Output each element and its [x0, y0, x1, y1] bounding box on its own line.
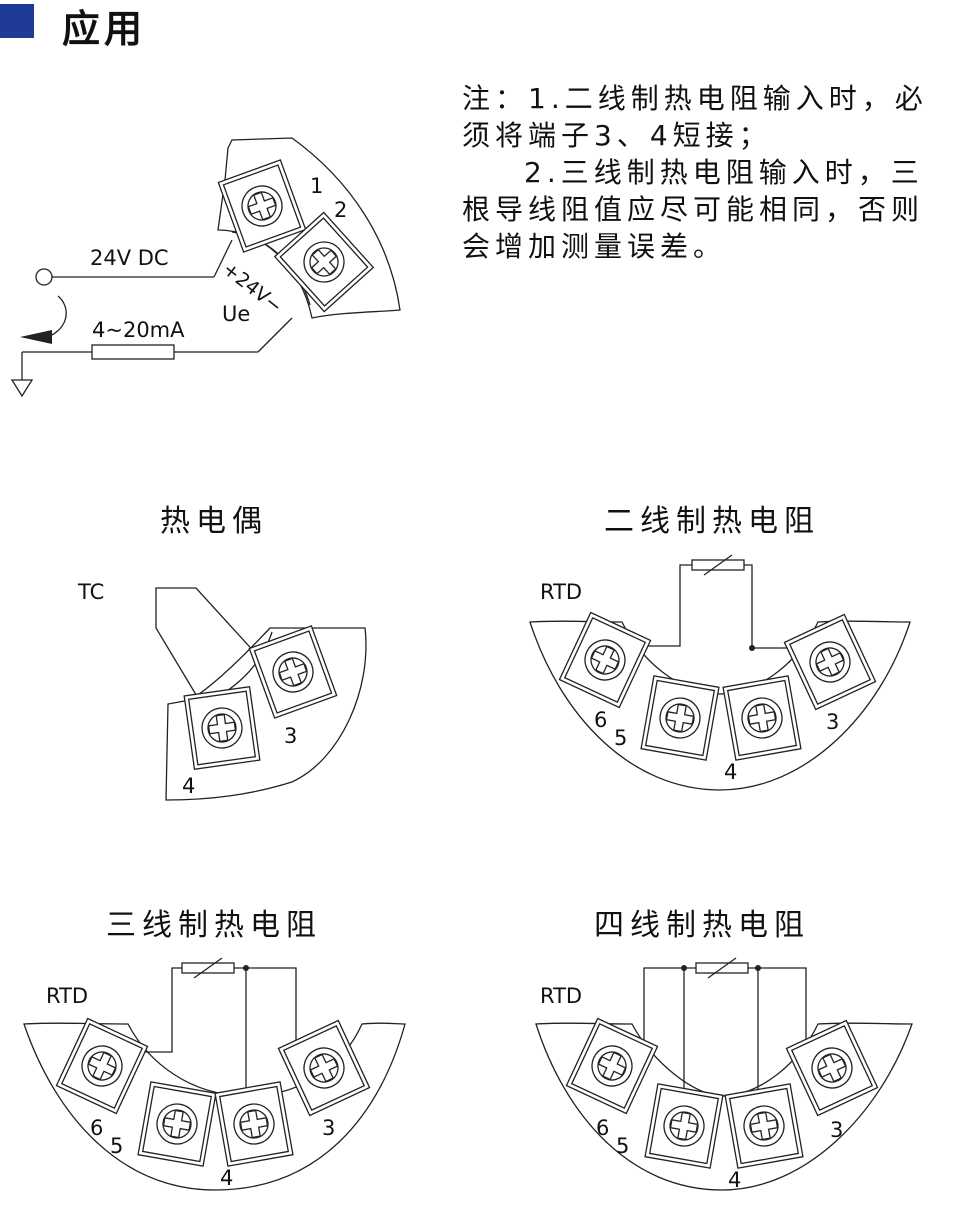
rtd4-terminal-3-label: 3 [830, 1118, 844, 1142]
rtd4-diagram [535, 957, 913, 1191]
rtd3-terminal-4-label: 4 [220, 1166, 234, 1190]
rtd4-title: 四线制热电阻 [594, 908, 810, 943]
rtd2-title: 二线制热电阻 [604, 504, 820, 539]
current-range-label: 4~20mA [92, 318, 185, 342]
tc-sensor-label: TC [78, 580, 105, 604]
note-line-4: 根导线阻值应尽可能相同，否则 [462, 193, 925, 226]
rtd4-terminal-5 [645, 1084, 723, 1168]
tc-diagram [155, 587, 367, 801]
tc-terminal-4 [184, 687, 260, 769]
rtd2-terminal-4-label: 4 [724, 760, 738, 784]
notes-block: 注：1.二线制热电阻输入时，必 须将端子3、4短接； 2.三线制热电阻输入时，三… [462, 80, 974, 265]
rtd3-resistor-icon [181, 957, 235, 979]
tc-title: 热电偶 [160, 504, 268, 539]
note-line-2: 须将端子3、4短接； [462, 119, 772, 152]
terminal-1-label: 1 [310, 174, 324, 198]
rtd4-terminal-6-label: 6 [596, 1116, 610, 1140]
tc-terminal-3-label: 3 [284, 724, 298, 748]
ground-icon [10, 379, 34, 398]
supply-node-icon [35, 268, 53, 286]
rtd3-terminal-4 [215, 1082, 293, 1166]
rtd4-sensor-label: RTD [540, 984, 583, 1008]
terminal-2-label: 2 [334, 198, 348, 222]
supply-voltage-label: 24V DC [90, 246, 169, 270]
tc-terminal-4-label: 4 [182, 774, 196, 798]
rtd2-terminal-5-label: 5 [614, 726, 628, 750]
power-wiring-diagram [10, 137, 401, 398]
rtd2-resistor-icon [691, 554, 745, 576]
ue-label: Ue [222, 302, 251, 326]
load-resistor-icon [91, 344, 175, 360]
rtd3-terminal-3-label: 3 [322, 1116, 336, 1140]
rtd2-sensor-label: RTD [540, 580, 583, 604]
rtd4-terminal-4-label: 4 [728, 1168, 742, 1192]
rtd3-terminal-6-label: 6 [90, 1116, 104, 1140]
rtd2-terminal-3-label: 3 [826, 710, 840, 734]
rtd3-terminal-5-label: 5 [110, 1134, 124, 1158]
rtd3-title: 三线制热电阻 [106, 908, 322, 943]
current-arrow-icon [20, 330, 52, 344]
rtd2-terminal-6-label: 6 [594, 708, 608, 732]
rtd2-terminal-4 [723, 676, 801, 760]
rtd2-diagram [529, 554, 911, 791]
heading-square-icon [0, 4, 34, 38]
rtd3-terminal-5 [138, 1082, 216, 1166]
note-line-3: 2.三线制热电阻输入时，三 [524, 156, 924, 189]
rtd4-resistor-icon [695, 957, 749, 979]
rtd4-terminal-4 [725, 1084, 803, 1168]
rtd4-terminal-5-label: 5 [616, 1134, 630, 1158]
note-line-1: 注：1.二线制热电阻输入时，必 [462, 82, 928, 115]
note-line-5: 会增加测量误差。 [462, 230, 727, 263]
rtd2-terminal-5 [641, 676, 719, 760]
rtd3-sensor-label: RTD [46, 984, 89, 1008]
page-title: 应用 [62, 7, 147, 51]
rtd3-diagram [23, 957, 406, 1191]
